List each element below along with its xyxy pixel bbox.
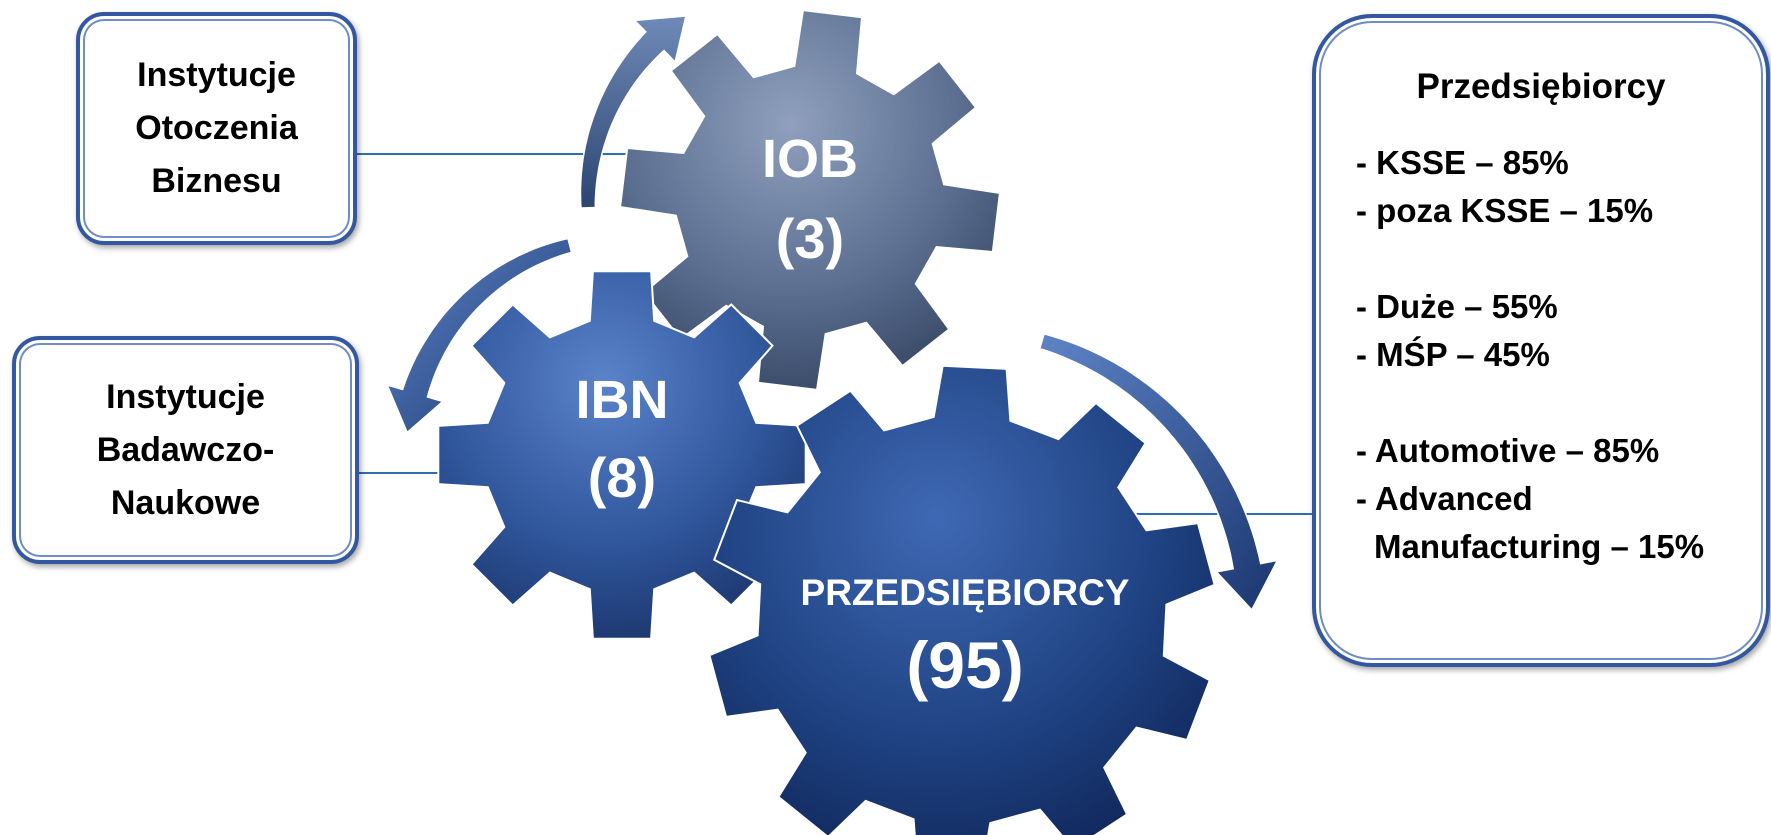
curved-arrow-down-left-icon: [385, 237, 573, 434]
list-spacer: [1356, 379, 1704, 427]
list-spacer: [1356, 235, 1704, 283]
curved-arrow-up-icon: [579, 15, 687, 209]
gear-iob-label: IOB: [762, 129, 858, 189]
callout-ibn-line: Badawczo-: [96, 430, 275, 469]
gear-iob-icon: [618, 8, 1002, 392]
list-item: - Duże – 55%: [1356, 288, 1558, 325]
gear-ibn-label: IBN: [576, 370, 669, 430]
callout-iob-line: Otoczenia: [135, 109, 298, 147]
list-item: - MŚP – 45%: [1356, 336, 1550, 373]
gear-przedsiebiorcy-label: PRZEDSIĘBIORCY: [801, 572, 1130, 613]
callout-ibn-line: Naukowe: [110, 483, 261, 522]
callout-ibn: Instytucje Badawczo- Naukowe: [12, 336, 359, 564]
callout-przedsiebiorcy-title: Przedsiębiorcy: [1416, 67, 1666, 106]
list-item: - poza KSSE – 15%: [1356, 192, 1654, 229]
callout-ibn-line: Instytucje: [106, 377, 265, 416]
list-item: Manufacturing – 15%: [1374, 528, 1705, 565]
callout-iob: Instytucje Otoczenia Biznesu: [76, 12, 357, 245]
gear-iob-count: (3): [776, 207, 844, 270]
gear-ibn-count: (8): [588, 446, 656, 509]
gear-przedsiebiorcy-icon: [708, 364, 1216, 835]
gear-przedsiebiorcy-count: (95): [906, 628, 1023, 702]
curved-arrow-down-right-icon: [1038, 332, 1279, 612]
gear-ibn-icon: [437, 270, 807, 640]
list-item: - Automotive – 85%: [1356, 432, 1660, 469]
callout-iob-line: Instytucje: [137, 56, 296, 94]
callout-iob-line: Biznesu: [151, 162, 282, 200]
list-item: - KSSE – 85%: [1356, 144, 1569, 181]
callout-przedsiebiorcy-list: - KSSE – 85% - poza KSSE – 15% - Duże – …: [1356, 139, 1704, 571]
list-item: - Advanced: [1356, 480, 1533, 517]
callout-przedsiebiorcy: Przedsiębiorcy - KSSE – 85% - poza KSSE …: [1312, 14, 1770, 667]
